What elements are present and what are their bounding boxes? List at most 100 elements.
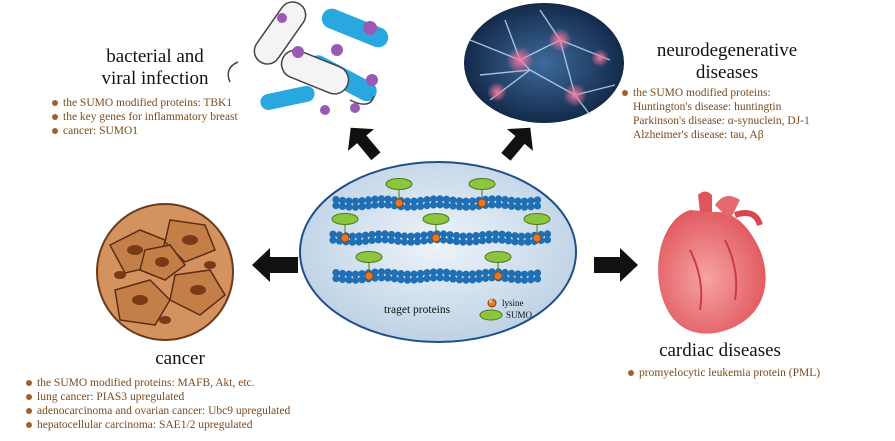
protein-bead [472, 231, 480, 240]
protein-bead [501, 274, 509, 283]
protein-bead [462, 197, 470, 205]
protein-bead [491, 230, 500, 238]
protein-bead [520, 197, 529, 205]
protein-bead [478, 231, 487, 239]
protein-bead [514, 270, 522, 278]
protein-bead [465, 238, 474, 246]
protein-bead [527, 197, 535, 205]
protein-bead [446, 237, 454, 245]
cancer-cells-illustration [96, 203, 234, 341]
protein-bead [403, 197, 412, 205]
protein-bead [524, 238, 532, 246]
protein-bead [397, 270, 405, 278]
target-proteins-label: traget proteins [384, 304, 451, 316]
protein-bead [338, 275, 347, 284]
cardiac-list: promyelocytic leukemia protein (PML) [628, 366, 868, 380]
protein-bead [533, 275, 542, 283]
protein-bead [394, 237, 402, 245]
protein-bead [397, 276, 405, 284]
protein-bead [449, 196, 457, 204]
protein-bead [358, 270, 366, 278]
protein-bead [390, 275, 399, 283]
protein-bead [520, 276, 529, 284]
protein-bead [488, 195, 496, 203]
protein-bead [381, 230, 389, 238]
protein-bead [520, 270, 529, 278]
protein-bead [481, 274, 490, 282]
protein-bead [361, 231, 370, 239]
protein-bead [436, 201, 444, 209]
protein-bead [416, 269, 425, 278]
protein-bead [514, 197, 522, 205]
heart-illustration [658, 191, 766, 334]
protein-bead [485, 230, 493, 238]
protein-bead [501, 201, 509, 210]
legend-lysine-symbol: K [489, 298, 493, 305]
protein-bead [403, 270, 412, 278]
protein-bead [416, 202, 425, 211]
lysine-residue [340, 233, 350, 243]
protein-bead [390, 269, 399, 277]
list-item: the SUMO modified proteins: TBK1 [52, 96, 292, 110]
protein-bead [446, 231, 454, 239]
protein-bead [348, 238, 357, 246]
list-item: Huntington's disease: huntingtin [633, 101, 782, 113]
sumo-protein [484, 251, 512, 263]
protein-bead [394, 231, 402, 239]
protein-bead [524, 232, 532, 240]
protein-bead [533, 196, 542, 204]
list-item: the SUMO modified proteins: MAFB, Akt, e… [26, 376, 366, 390]
protein-bead [384, 201, 392, 209]
protein-bead [368, 236, 376, 245]
protein-bead [358, 197, 366, 205]
protein-bead [423, 202, 431, 210]
arrows [252, 127, 638, 282]
lysine-residue [431, 233, 441, 243]
cardiac-title: cardiac diseases [659, 340, 781, 361]
protein-bead [403, 276, 412, 284]
protein-bead [533, 202, 542, 210]
protein-bead [527, 276, 535, 284]
protein-bead [511, 232, 519, 240]
lysine-residue [532, 233, 542, 243]
protein-bead [455, 197, 464, 205]
protein-bead [358, 276, 366, 284]
protein-bead [387, 230, 396, 239]
protein-bead [452, 231, 461, 240]
protein-bead [358, 203, 366, 211]
protein-bead [504, 237, 513, 245]
protein-bead [498, 236, 506, 244]
protein-bead [501, 195, 509, 204]
protein-bead [442, 274, 451, 282]
protein-bead [533, 269, 542, 277]
protein-bead [442, 195, 451, 203]
protein-bead [420, 237, 428, 245]
protein-bead [384, 268, 392, 276]
arrow-to-cancer [252, 248, 270, 282]
protein-bead [514, 276, 522, 284]
arrow-to-cardiac [620, 248, 638, 282]
protein-bead [462, 270, 470, 278]
protein-bead [338, 269, 347, 278]
protein-bead [442, 268, 451, 276]
lysine-residue [493, 271, 503, 281]
protein-bead [351, 270, 360, 278]
protein-bead [338, 202, 347, 211]
lysine-residue [477, 198, 487, 208]
protein-bead [377, 268, 386, 276]
protein-bead [377, 274, 386, 282]
protein-bead [384, 195, 392, 203]
protein-bead [387, 236, 396, 245]
protein-bead [472, 237, 480, 246]
legend-lysine-label: lysine [502, 298, 524, 308]
protein-bead [410, 276, 418, 284]
protein-bead [501, 268, 509, 277]
protein-bead [410, 203, 418, 211]
protein-bead [494, 201, 503, 209]
bacteria-virus-illustration [227, 1, 389, 115]
protein-bead [511, 238, 519, 246]
protein-bead [332, 268, 340, 277]
protein-bead [449, 275, 457, 283]
protein-bead [368, 230, 376, 239]
